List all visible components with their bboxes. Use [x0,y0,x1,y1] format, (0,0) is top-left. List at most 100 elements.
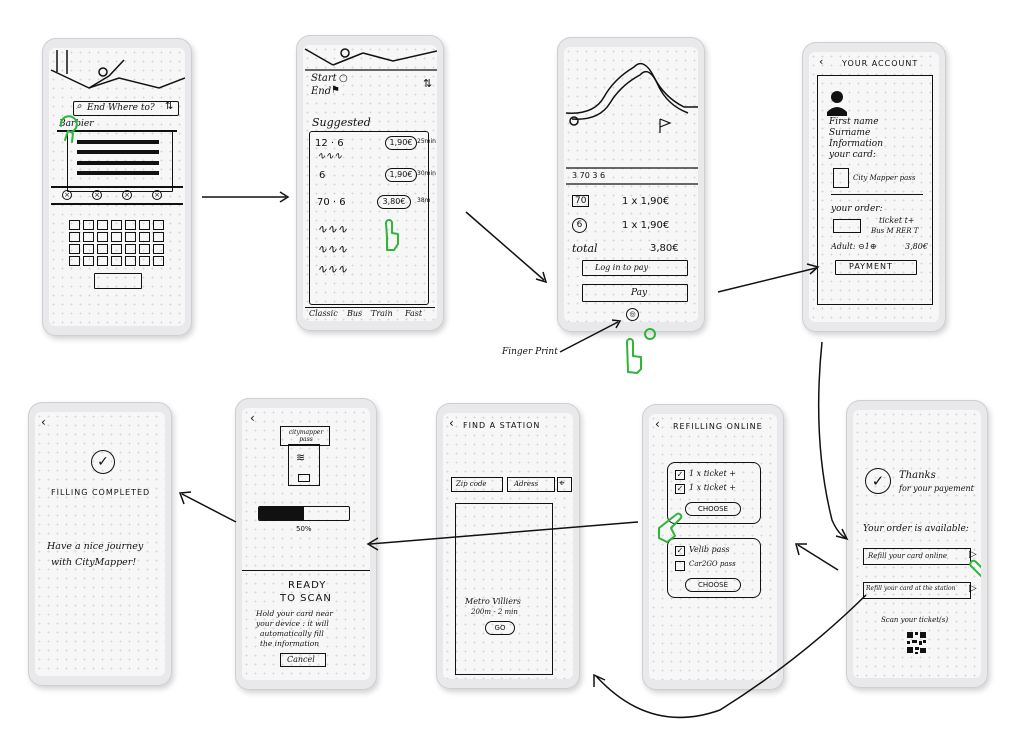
arrow-right-icon: ▷ [969,583,977,594]
keyboard-key[interactable] [139,256,150,266]
text-line [77,171,159,175]
back-icon[interactable]: ‹ [655,417,660,431]
back-icon[interactable]: ‹ [819,55,824,68]
back-icon[interactable]: ‹ [41,415,46,429]
fingerprint-icon[interactable]: ◎ [626,308,639,321]
screen-refilling-display: ‹ REFILLING ONLINE ✓ 1 x ticket + ✓ 1 x … [649,414,777,680]
pass-checkbox[interactable] [675,561,685,571]
keyboard-key[interactable] [111,256,122,266]
nav-button[interactable]: × [122,190,132,200]
keyboard-key[interactable] [97,232,108,242]
keyboard-key[interactable] [97,244,108,254]
route-lines: 70 · 6 [317,197,346,208]
tab-bus[interactable]: Bus [347,309,363,318]
route-detail-scribble: ∿∿∿ [317,222,348,236]
adult-quantity[interactable]: Adult: ⊝1⊕ [831,242,877,251]
target-icon: ⌖ [559,478,565,489]
cancel-button[interactable]: Cancel [280,653,326,667]
route-detail-scribble: ∿∿∿ [317,151,343,162]
cancel-label: Cancel [287,655,315,664]
keyboard-key[interactable] [69,220,80,230]
keyboard-key[interactable] [69,244,80,254]
keyboard-key[interactable] [69,256,80,266]
locate-button[interactable]: ⌖ [557,477,572,492]
ticket-checkbox[interactable]: ✓ [675,484,685,494]
keyboard-key[interactable] [111,244,122,254]
back-icon[interactable]: ‹ [250,411,255,425]
end-label[interactable]: End [311,86,332,97]
choose-passes-button[interactable]: CHOOSE [685,578,741,592]
keyboard-key[interactable] [125,244,136,254]
space-bar[interactable] [94,273,142,289]
keyboard-key[interactable] [83,220,94,230]
nav-button[interactable]: × [152,190,162,200]
search-bar[interactable] [73,101,179,116]
keyboard-key[interactable] [139,244,150,254]
flow-arrow-4-5 [817,341,847,539]
keyboard-key[interactable] [83,244,94,254]
keyboard-key[interactable] [69,232,80,242]
keyboard-key[interactable] [97,256,108,266]
start-label[interactable]: Start [311,73,337,84]
keyboard-key[interactable] [83,232,94,242]
swap-icon[interactable]: ⇅ [165,101,174,112]
finger-tap [385,219,399,251]
completed-message: with CityMapper! [51,557,137,568]
refill-online-button[interactable]: Refill your card online [863,548,971,565]
surname: Surname [829,128,871,138]
screen-map-search: ⌕ End Where to? ⇅ Barbier × × × × [42,38,192,336]
keyboard-key[interactable] [125,256,136,266]
find-station-title: FIND A STATION [463,421,541,430]
total-label: total [572,242,598,255]
keyboard-key[interactable] [139,220,150,230]
qr-code-icon[interactable] [853,410,981,678]
keyboard-key[interactable] [153,220,164,230]
pass-checkbox[interactable]: ✓ [675,546,685,556]
screen-find-station: ‹ FIND A STATION Zip code Adress ⌖ Metro… [436,403,580,689]
card-thumbnail[interactable] [833,168,849,188]
keyboard-key[interactable] [97,220,108,230]
keyboard-key[interactable] [125,220,136,230]
your-card: your card: [829,150,876,160]
zip-code-input[interactable]: Zip code [451,477,503,492]
login-to-pay-label: Log in to pay [595,263,649,272]
nav-button[interactable]: × [62,190,72,200]
address-input[interactable]: Adress [507,477,555,492]
zip-code-placeholder: Zip code [456,480,487,488]
keyboard-key[interactable] [139,232,150,242]
tab-train[interactable]: Train [371,309,393,318]
route-detail-scribble: ∿∿∿ [317,262,348,276]
keyboard-key[interactable] [83,256,94,266]
text-line [77,150,159,154]
tabs-divider [305,307,435,309]
route-strip: 3 70 3 6 [572,171,606,180]
ticket-thumbnail [833,219,861,233]
keyboard-key[interactable] [153,232,164,242]
payment-button[interactable]: PAYMENT [835,260,917,275]
map-area[interactable] [455,503,553,675]
keyboard-key[interactable] [153,244,164,254]
keyboard-key[interactable] [111,232,122,242]
ticket-checkbox[interactable]: ✓ [675,470,685,480]
tab-fast[interactable]: Fast [405,309,423,318]
choose-tickets-button[interactable]: CHOOSE [685,502,741,516]
route-lines: 6 [319,170,326,181]
keyboard-key[interactable] [153,256,164,266]
route-price: 1,90€ [385,136,417,150]
scan-instruction: your device : it will [256,619,329,628]
keyboard-key[interactable] [125,232,136,242]
screen-account: ‹ YOUR ACCOUNT First name Surname Inform… [802,42,946,332]
person-icon [827,91,847,116]
text-line [77,140,159,144]
nav-button[interactable]: × [92,190,102,200]
go-button[interactable]: GO [485,621,515,635]
tab-classic[interactable]: Classic [309,309,338,318]
login-to-pay-button[interactable]: Log in to pay [582,260,688,276]
back-icon[interactable]: ‹ [449,416,454,430]
keyboard-key[interactable] [111,220,122,230]
route-lines: 12 · 6 [315,138,344,149]
swap-icon[interactable]: ⇅ [423,77,433,90]
order-item: Bus M RER T [871,227,919,235]
refill-station-button[interactable]: Refill your card at the station [863,582,971,599]
apple-pay-button[interactable]: Pay [582,284,688,302]
